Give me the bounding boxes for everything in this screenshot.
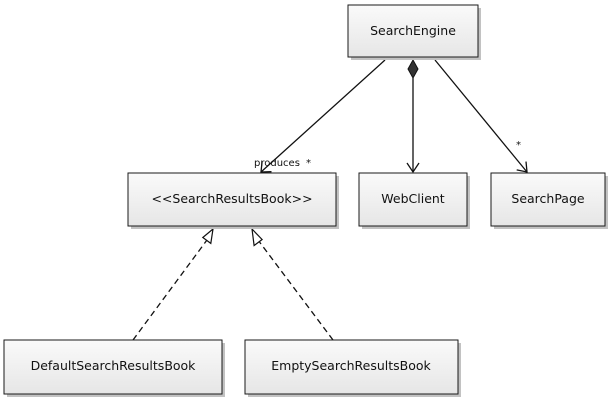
realization-arrowhead-icon [251,227,264,247]
class-search-engine[interactable]: SearchEngine [347,4,481,60]
class-name: WebClient [381,191,445,206]
class-name: SearchEngine [370,23,456,38]
class-name: SearchPage [511,191,585,206]
class-web-client[interactable]: WebClient [358,172,470,229]
class-empty-search-results-book[interactable]: EmptySearchResultsBook [244,339,461,397]
searchpage-multiplicity: * [516,140,521,151]
class-name: EmptySearchResultsBook [271,358,431,373]
class-name: DefaultSearchResultsBook [31,358,197,373]
produces-multiplicity: * [306,158,311,169]
edge-realization-empty [251,227,334,341]
produces-label: produces [254,158,300,169]
class-search-results-book[interactable]: <<SearchResultsBook>> [127,172,339,229]
edge-searchpage: * [434,59,528,173]
class-default-search-results-book[interactable]: DefaultSearchResultsBook [3,339,225,397]
class-name: <<SearchResultsBook>> [151,191,312,206]
composition-diamond-icon [407,58,419,80]
edge-composition-webclient [406,58,420,174]
realization-arrowhead-icon [201,227,214,245]
edge-produces: produces * [254,59,386,173]
edge-realization-default [132,227,214,341]
class-search-page[interactable]: SearchPage [490,172,608,229]
